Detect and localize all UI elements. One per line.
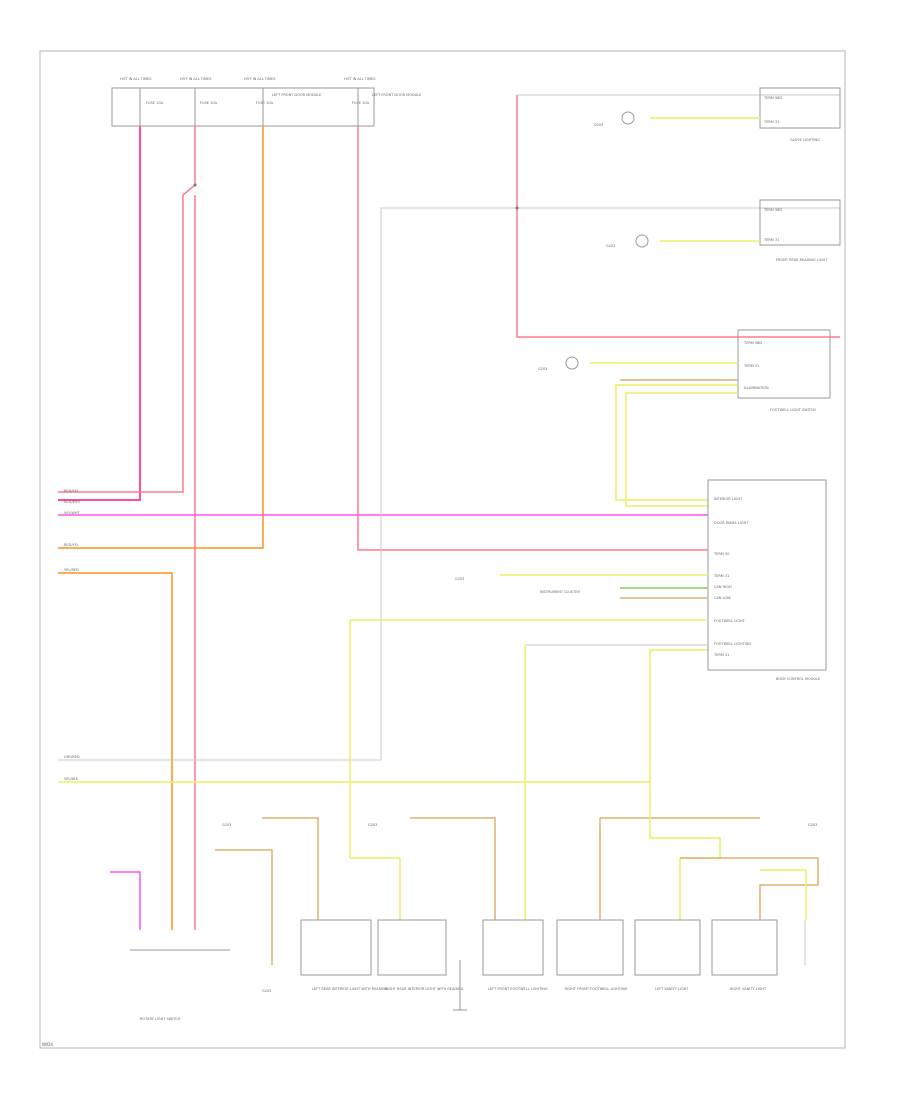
wire-bottom-yel-3 <box>760 869 807 920</box>
bcm-pin-3: TERM 30 <box>713 552 729 556</box>
ground-5: G203 <box>222 823 231 827</box>
bottom-component-5: LEFT VANITY LIGHT <box>634 919 701 991</box>
wire-cluster <box>110 871 141 930</box>
left-wire-1: RED/YEL <box>64 489 79 493</box>
fuse-2: HOT IN ALL TIMES FUSE 10A <box>180 77 218 126</box>
right-component-3-pin-1: TERM 58D <box>743 341 762 345</box>
wire-orange-left <box>58 572 173 930</box>
bottom-wire-1: GRY/RED <box>64 755 80 759</box>
wire-bottom-tan-1 <box>215 849 273 965</box>
body-control-module: INTERIOR LIGHT DOOR PANEL LIGHT TERM 30 … <box>707 479 827 681</box>
fuse-4-label: HOT IN ALL TIMES <box>344 77 376 81</box>
dashboard-label: INSTRUMENT CLUSTER <box>540 590 580 594</box>
wire-bottom-tan-6 <box>680 857 819 920</box>
bottom-component-1-label: LEFT REAR INTERIOR LIGHT WITH READING <box>312 987 388 991</box>
bcm-pin-2: DOOR PANEL LIGHT <box>714 521 749 525</box>
switch-label: ROTARY LIGHT SWITCH <box>140 1017 181 1021</box>
wire-bottom-tan-2 <box>262 817 319 920</box>
right-component-2: TERM 58D TERM 31 FRONT REAR READING LIGH… <box>606 199 841 262</box>
corner-label: W/D4 <box>42 1042 53 1047</box>
wire-bottom-yel-2 <box>649 782 721 920</box>
wire-bottom-tan-3 <box>410 817 496 920</box>
ground-6: G203 <box>368 823 377 827</box>
bottom-component-4: RIGHT FRONT FOOTWELL LIGHTING <box>556 919 628 991</box>
bottom-component-5-label: LEFT VANITY LIGHT <box>655 987 689 991</box>
wire-fuse4-red <box>357 126 708 551</box>
ground-4: G203 <box>455 577 464 581</box>
bottom-component-3: LEFT FRONT FOOTWELL LIGHTING <box>482 919 548 991</box>
left-wire-5: YEL/RED <box>64 568 79 572</box>
fuse-box <box>111 87 375 127</box>
left-wire-4: RED/YEL <box>64 543 79 547</box>
right-component-1-label: GLOVE LIGHTING <box>790 138 820 142</box>
bottom-component-6: RIGHT VANITY LIGHT <box>711 919 778 991</box>
wire-yellow-fw1 <box>615 384 738 501</box>
fuse-1: HOT IN ALL TIMES FUSE 10A <box>120 77 164 126</box>
fuse-4: HOT IN ALL TIMES FUSE 10A <box>344 77 376 126</box>
bottom-component-1: LEFT REAR INTERIOR LIGHT WITH READING <box>300 919 388 991</box>
right-component-3-pin-3: ILLUMINATION <box>744 386 769 390</box>
bottom-component-2-label: RIGHT REAR INTERIOR LIGHT WITH READING <box>385 987 464 991</box>
wire-yellow-long <box>58 649 708 783</box>
ground-7: G203 <box>262 989 271 993</box>
wire-yellow-fw2 <box>625 392 738 507</box>
ground-1: G203 <box>594 123 603 127</box>
bcm-pin-7: FOOTWELL LIGHT <box>714 619 746 623</box>
bcm-pin-4: TERM 31 <box>713 574 729 578</box>
right-component-3: TERM 58D TERM 31 ILLUMINATION FOOTWELL L… <box>538 329 831 412</box>
rotary-light-switch: ROTARY LIGHT SWITCH <box>130 949 230 1021</box>
wire-gray-long <box>58 207 840 761</box>
wire-fuse3-orange <box>58 126 264 549</box>
fuse-3: HOT IN ALL TIMES FUSE 10A <box>244 77 276 126</box>
bottom-wire-2: YEL/BLK <box>64 777 79 781</box>
fuse-2-label: HOT IN ALL TIMES <box>180 77 212 81</box>
bcm-pin-1: INTERIOR LIGHT <box>714 497 743 501</box>
ground-3: G203 <box>538 367 547 371</box>
bcm-pin-5: CAN HIGH <box>714 585 732 589</box>
ground-symbol-bottom <box>453 960 467 1011</box>
bottom-component-2: RIGHT REAR INTERIOR LIGHT WITH READING <box>377 919 464 991</box>
right-component-1-pin-2: TERM 31 <box>763 120 779 124</box>
bottom-component-4-label: RIGHT FRONT FOOTWELL LIGHTING <box>565 987 628 991</box>
fuse-1-label: HOT IN ALL TIMES <box>120 77 152 81</box>
left-wire-2: RED/WHT <box>64 500 82 504</box>
fuse-note-2: LEFT FRONT DOOR MODULE <box>372 93 421 97</box>
ground-8: G203 <box>808 823 817 827</box>
fuse-1-rating: FUSE 10A <box>146 101 164 105</box>
bottom-component-3-label: LEFT FRONT FOOTWELL LIGHTING <box>488 987 548 991</box>
right-component-3-label: FOOTWELL LIGHT SWITCH <box>770 408 816 412</box>
left-wire-3: VIO/WHT <box>64 511 80 515</box>
bcm-label: BODY CONTROL MODULE <box>776 677 820 681</box>
right-component-2-pin-2: TERM 31 <box>763 238 779 242</box>
bcm-pin-9: TERM 31 <box>713 653 729 657</box>
ground-2: G203 <box>606 244 615 248</box>
fuse-2-rating: FUSE 10A <box>200 101 218 105</box>
right-component-1: TERM 58D TERM 31 GLOVE LIGHTING G203 <box>594 87 841 142</box>
wire-fuse2-red <box>58 126 196 493</box>
right-component-1-pin-1: TERM 58D <box>763 96 782 100</box>
right-component-2-pin-1: TERM 58D <box>763 208 782 212</box>
right-component-3-pin-2: TERM 31 <box>743 364 759 368</box>
right-component-2-label: FRONT REAR READING LIGHT <box>776 258 828 262</box>
fuse-3-rating: FUSE 10A <box>256 101 274 105</box>
fuse-note-1: LEFT FRONT DOOR MODULE <box>272 93 321 97</box>
bcm-pin-8: FOOTWELL LIGHTING <box>714 642 751 646</box>
fuse-4-rating: FUSE 10A <box>352 101 370 105</box>
diagram-frame <box>39 50 846 1049</box>
wire-fuse1-pink <box>58 126 141 501</box>
fuse-3-label: HOT IN ALL TIMES <box>244 77 276 81</box>
wire-right-pink <box>516 95 840 338</box>
wire-bottom-yel-1 <box>350 857 401 920</box>
fuse-block: HOT IN ALL TIMES FUSE 10A HOT IN ALL TIM… <box>111 77 421 127</box>
bcm-pin-6: CAN LOW <box>714 596 731 600</box>
bottom-component-6-label: RIGHT VANITY LIGHT <box>730 987 767 991</box>
